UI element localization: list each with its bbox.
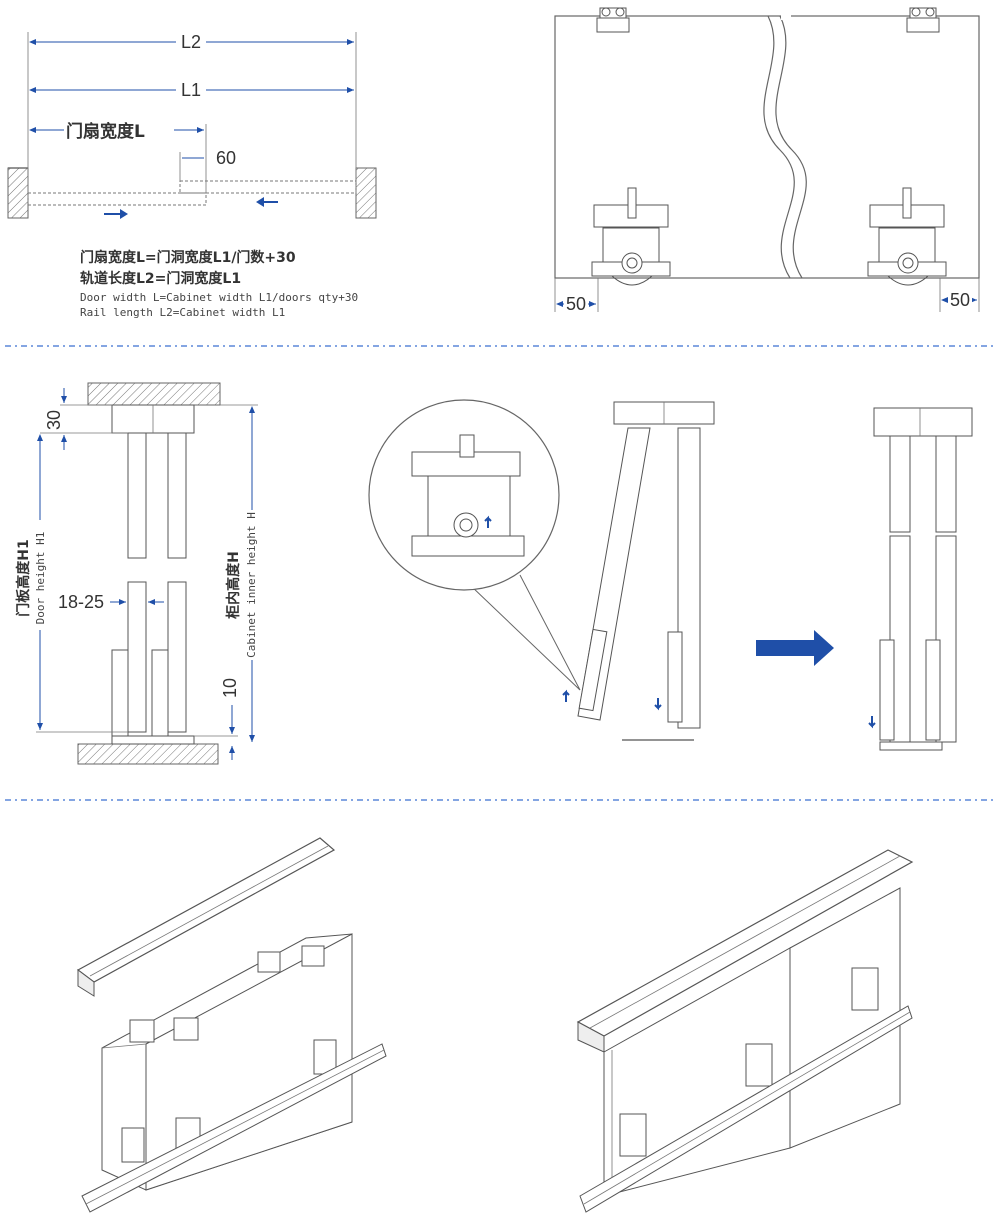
- section-dimension-diagram: 30 门板高度H1 Door height H1 18-25 柜内高度H Cab…: [14, 382, 268, 765]
- exploded-isometric-view: [76, 837, 387, 1213]
- installed-door-section: [868, 407, 973, 751]
- next-step-arrow-icon: [756, 630, 834, 666]
- slide-left-arrow-icon: [256, 197, 278, 207]
- dim-bottom-label: 10: [220, 678, 240, 698]
- door-height-en-label: Door height H1: [34, 532, 47, 625]
- assembled-isometric-view: [576, 849, 914, 1213]
- down-arrow-icon: [654, 698, 662, 711]
- top-guide-icon: [596, 7, 630, 33]
- door-elevation-diagram: 50 50: [554, 7, 980, 314]
- dim-l1-label: L1: [181, 80, 201, 100]
- cabinet-height-en-label: Cabinet inner height H: [245, 512, 258, 658]
- cabinet-height-cn-label: 柜内高度H: [225, 551, 242, 619]
- offset-right-label: 50: [950, 290, 970, 310]
- up-arrow-icon: [562, 689, 570, 702]
- tilted-door-install: [562, 401, 715, 741]
- bottom-roller-icon: [591, 187, 671, 286]
- door-height-cn-label: 门板高度H1: [15, 539, 32, 616]
- bottom-roller-icon: [867, 187, 947, 286]
- dim-door-width-label: 门扇宽度L: [66, 121, 145, 142]
- up-arrow-icon: [484, 515, 492, 528]
- formula-rail-length-en: Rail length L2=Cabinet width L1: [80, 306, 285, 319]
- down-arrow-icon: [868, 716, 876, 729]
- dim-top-label: 30: [44, 410, 64, 430]
- plan-dimension-diagram: L2 L1 门扇宽度L 60: [7, 30, 377, 219]
- slide-right-arrow-icon: [104, 209, 128, 219]
- top-guide-icon: [906, 7, 940, 33]
- formula-rail-length-cn: 轨道长度L2=门洞宽度L1: [80, 270, 241, 287]
- formula-door-width-en: Door width L=Cabinet width L1/doors qty+…: [80, 291, 358, 304]
- dim-overlap-label: 60: [216, 148, 236, 168]
- roller-detail-callout: [368, 399, 581, 691]
- dim-l2-label: L2: [181, 32, 201, 52]
- offset-left-label: 50: [566, 294, 586, 314]
- gap-label: 18-25: [58, 592, 104, 612]
- formula-door-width-cn: 门扇宽度L=门洞宽度L1/门数+30: [80, 249, 296, 266]
